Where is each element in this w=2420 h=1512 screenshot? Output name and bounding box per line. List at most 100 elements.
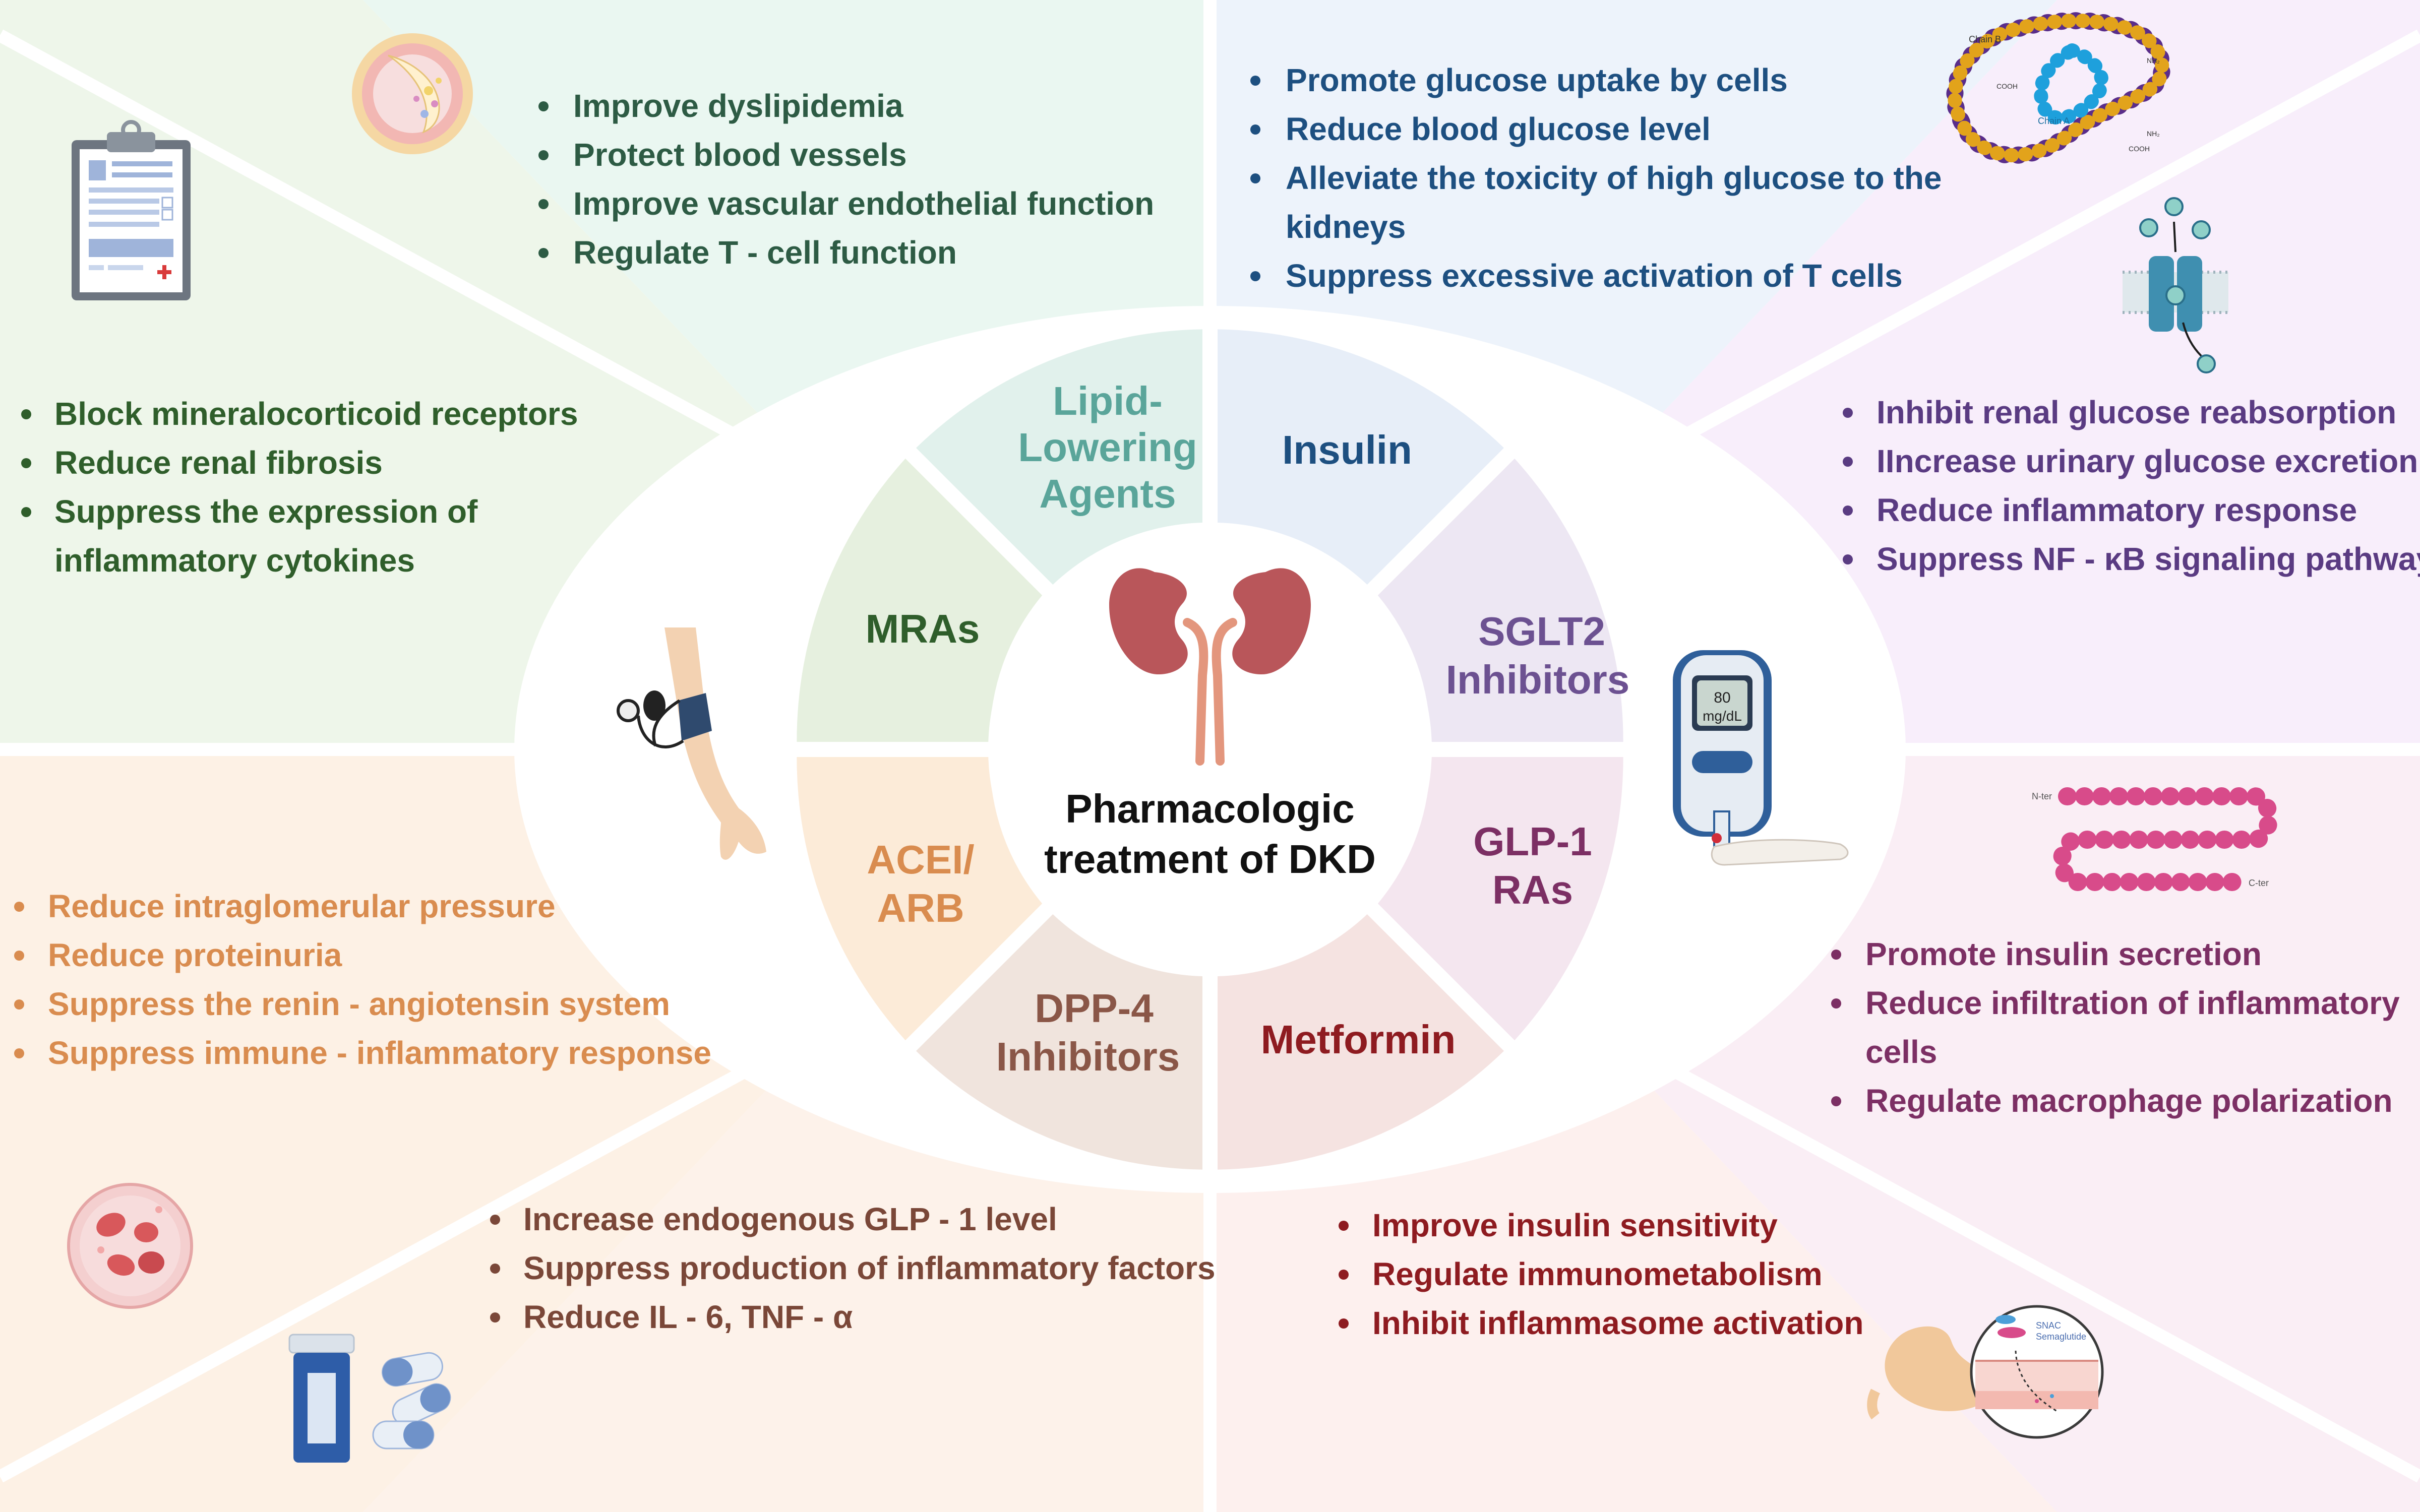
wedge-label-dpp4-1: DPP-4 [1035,986,1154,1031]
wedge-label-lipid-2: Lowering [1018,425,1197,470]
blood-cells-icon [67,1183,193,1309]
left-kidney [1109,568,1188,675]
wedge-insulin[interactable] [1218,329,1504,585]
bullet-item-continued: kidneys [1286,209,1406,245]
cooh-label-2: COOH [2129,145,2150,153]
bullet-dot [538,101,549,111]
wedge-label-glp1-2: RAs [1492,867,1573,912]
bullet-item: Inhibit inflammasome activation [1372,1305,1863,1341]
bullet-dot [490,1215,500,1225]
left-ureter [1183,618,1208,766]
blood-pressure-arm-icon [617,627,766,860]
glp1-peptide-icon: N-ter C-ter [2032,787,2278,891]
panel-glp1-list: Promote insulin secretion Reduce infiltr… [1831,936,2400,1119]
bullet-dot [1339,1318,1349,1329]
bullet-dot [1843,506,1853,516]
bullet-item: Promote insulin secretion [1865,936,2262,972]
bullet-item-continued: cells [1865,1034,1937,1070]
wedge-mra[interactable] [797,458,1043,742]
bullet-item: Protect blood vessels [573,137,907,173]
bullet-item: Improve insulin sensitivity [1372,1207,1778,1243]
panel-dpp4-list: Increase endogenous GLP - 1 level Suppre… [490,1201,1216,1335]
kidneys-icon [1109,568,1311,766]
cooh-label: COOH [1996,82,2018,90]
bullet-item: Promote glucose uptake by cells [1286,62,1788,98]
bullet-dot [14,951,24,961]
center-title-line1: Pharmacologic [1065,786,1355,831]
wedge-label-mra: MRAs [866,606,980,651]
bullet-item: Suppress excessive activation of T cells [1286,258,1903,294]
bullet-item: Reduce infiltration of inflammatory [1865,985,2400,1021]
wedge-glp1[interactable] [1377,757,1623,1041]
nh2-label-2: NH₂ [2147,130,2160,138]
bullet-item: IIncrease urinary glucose excretion [1877,443,2418,479]
wedge-sglt2[interactable] [1377,458,1623,742]
bullet-item: Improve dyslipidemia [573,88,903,124]
wedge-metformin[interactable] [1218,914,1504,1170]
pill-bottle-icon [288,1334,451,1463]
wedge-label-acei-2: ARB [877,886,964,930]
bullet-item: Suppress NF - κB signaling pathway [1877,541,2420,577]
bullet-item: Reduce blood glucose level [1286,111,1711,147]
wedge-ring [797,329,1623,1170]
bullet-dot [1339,1270,1349,1280]
bullet-dot [1339,1221,1349,1231]
wedge-label-sglt2-1: SGLT2 [1478,609,1605,654]
center-circle [988,528,1432,971]
bullet-lists: Improve dyslipidemia Protect blood vesse… [14,62,2420,1341]
nh2-label: NH₂ [2147,56,2160,65]
clipboard-icon [72,120,191,300]
right-ureter [1212,618,1237,766]
bullet-item: Suppress the renin - angiotensin system [48,986,670,1022]
semaglutide-label: Semaglutide [2036,1332,2086,1342]
stomach-absorption-icon: SNAC Semaglutide [1867,1305,2104,1439]
bullet-item: Regulate macrophage polarization [1865,1083,2393,1119]
wedge-labels: Lipid- Lowering Agents Insulin SGLT2 Inh… [866,379,1630,1079]
bullet-item-continued: inflammatory cytokines [54,542,415,579]
wedge-acei[interactable] [797,757,1043,1041]
bullet-dot [1250,271,1260,281]
bullet-dot [1831,950,1841,960]
bullet-item: Block mineralocorticoid receptors [54,396,578,432]
bullet-dot [1843,457,1853,467]
sglt2-transporter-icon [2123,197,2228,373]
bullet-item: Improve vascular endothelial function [573,185,1154,222]
bullet-dot [538,199,549,209]
blood-vessel-icon [352,33,473,154]
bullet-item: Suppress immune - inflammatory response [48,1035,711,1071]
wedge-label-sglt2-2: Inhibitors [1446,657,1629,702]
wedge-label-lipid-1: Lipid- [1053,379,1163,423]
bullet-dot [21,458,31,468]
wedge-label-acei-1: ACEI/ [867,837,974,882]
bullet-dot [14,902,24,912]
peptide-cter-label: C-ter [2249,878,2269,888]
bullet-item: Inhibit renal glucose reabsorption [1877,394,2396,430]
wedge-lipid[interactable] [916,329,1202,585]
bullet-item: Regulate T - cell function [573,234,957,271]
bullet-dot [1843,554,1853,564]
bullet-item: Reduce inflammatory response [1877,492,2357,528]
insulin-molecule-icon: Chain B Chain A COOH NH₂ COOH NH₂ [1946,12,2171,164]
bullet-dot [538,150,549,160]
glucometer-value: 80 [1714,689,1730,706]
panel-lipid-list: Improve dyslipidemia Protect blood vesse… [538,88,1154,271]
bullet-item: Suppress the expression of [54,493,478,530]
bullet-dot [21,507,31,517]
bullet-dot [1250,124,1260,135]
chain-b-label: Chain B [1969,34,2001,44]
panel-mra-list: Block mineralocorticoid receptors Reduce… [21,396,578,579]
peptide-nter-label: N-ter [2032,791,2052,801]
bullet-item: Increase endogenous GLP - 1 level [523,1201,1057,1237]
panel-sglt2-list: Inhibit renal glucose reabsorption IIncr… [1843,394,2420,577]
bullet-dot [1831,998,1841,1009]
bullet-dot [21,409,31,419]
wedge-label-insulin: Insulin [1282,427,1412,472]
wedge-label-lipid-3: Agents [1039,471,1176,516]
bullet-dot [1250,173,1260,183]
bullet-item: Suppress production of inflammatory fact… [523,1250,1216,1286]
bullet-item: Reduce renal fibrosis [54,445,383,481]
wedge-dpp4[interactable] [916,914,1202,1170]
bullet-item: Alleviate the toxicity of high glucose t… [1286,160,1942,196]
